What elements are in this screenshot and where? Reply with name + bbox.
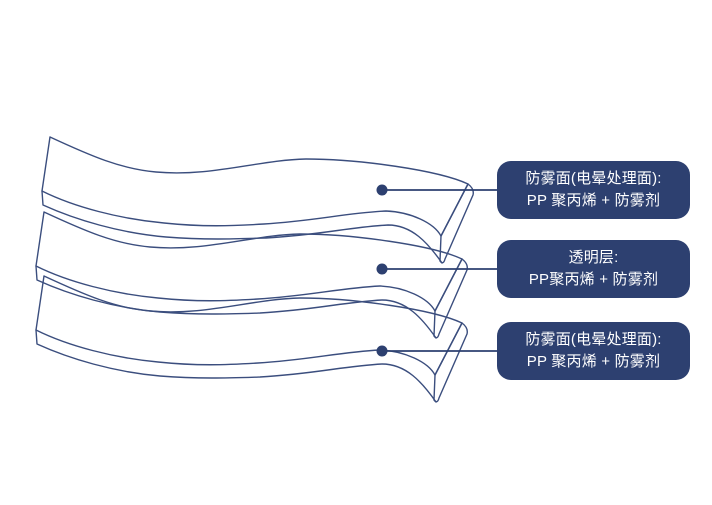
label-title: 透明层: <box>568 249 619 266</box>
label-material: PP聚丙烯 + 防雾剂 <box>528 271 659 288</box>
sheet-layer-bottom <box>35 275 468 403</box>
label-card-bottom: 防雾面(电晕处理面): PP 聚丙烯 + 防雾剂 <box>497 322 690 380</box>
callout-dot-top <box>376 184 388 196</box>
callout-dot-bottom <box>376 345 388 357</box>
sheet-layer-middle <box>35 211 468 339</box>
callouts <box>376 184 497 357</box>
label-card-middle: 透明层: PP聚丙烯 + 防雾剂 <box>497 240 690 298</box>
label-material: PP 聚丙烯 + 防雾剂 <box>526 353 661 370</box>
callout-dot-middle <box>376 263 388 275</box>
label-card-top: 防雾面(电晕处理面): PP 聚丙烯 + 防雾剂 <box>497 161 690 219</box>
label-material: PP 聚丙烯 + 防雾剂 <box>526 192 661 209</box>
label-title: 防雾面(电晕处理面): <box>525 170 662 187</box>
label-title: 防雾面(电晕处理面): <box>525 331 662 348</box>
